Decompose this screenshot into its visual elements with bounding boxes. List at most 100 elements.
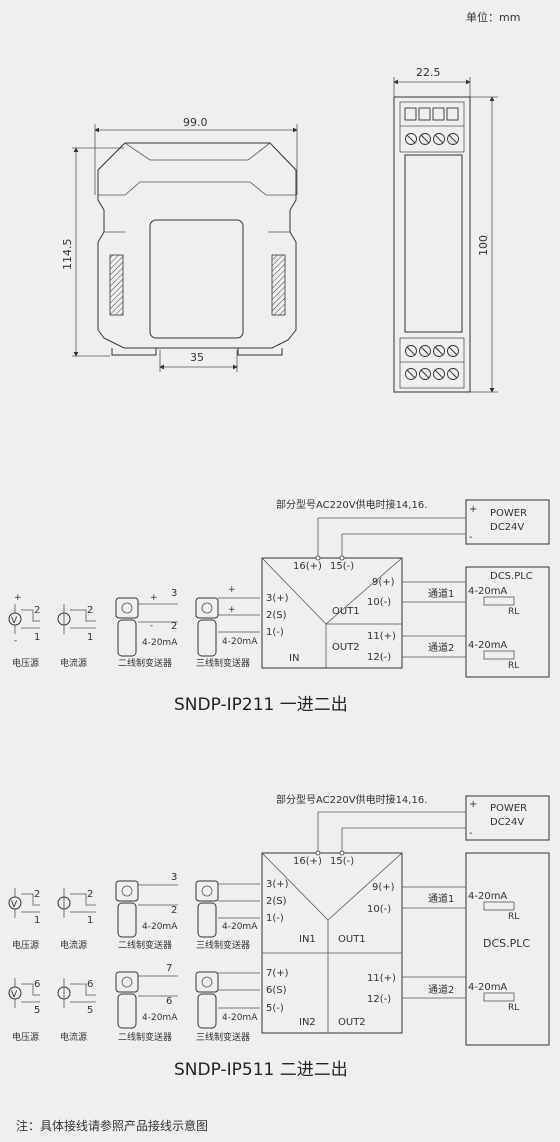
ip511-out2-label: OUT2 <box>338 1017 366 1028</box>
dim-rail: 35 <box>190 351 204 364</box>
ip511-term-11: 11(+) <box>367 973 396 984</box>
tx2b-num-2: 2 <box>171 905 177 916</box>
ip511-term-15: 15(-) <box>330 856 354 867</box>
ip211-current-2: 4-20mA <box>468 640 507 651</box>
cs-num-1: 1 <box>87 632 93 643</box>
voltage-source-label: 电压源 <box>12 657 39 669</box>
tx2-num-2: 2 <box>171 621 177 632</box>
ip511-power-plus: + <box>469 799 477 810</box>
ip211-power-line1: POWER <box>490 508 527 519</box>
ip511-current-1: 4-20mA <box>468 891 507 902</box>
voltage-symbol-2: V <box>11 900 18 910</box>
tx2c-num-7: 7 <box>166 963 172 974</box>
tx2c-num-6: 6 <box>166 996 172 1007</box>
tx2b-current: 4-20mA <box>142 922 178 932</box>
ip211-ch1: 通道1 <box>428 587 454 600</box>
dim-side-height: 100 <box>477 235 490 256</box>
ip211-term-1: 1(-) <box>266 627 284 638</box>
ip211-current-1: 4-20mA <box>468 586 507 597</box>
ip211-dcs-label: DCS.PLC <box>490 571 533 582</box>
unit-label: 单位：mm <box>466 10 520 24</box>
cs3-num-5: 5 <box>87 1005 93 1016</box>
tx2-current: 4-20mA <box>142 638 178 648</box>
voltage-symbol-3: V <box>11 990 18 1000</box>
ip511-diagram: 部分型号AC220V供电时接14,16. POWER DC24V + - 16(… <box>174 793 550 1080</box>
vs3-num-5: 5 <box>34 1005 40 1016</box>
current-source-label-2: 电流源 <box>60 939 87 951</box>
two-wire-label-3: 二线制变送器 <box>118 1031 172 1043</box>
ip511-term-9: 9(+) <box>372 882 395 893</box>
ip211-rl-1: RL <box>508 607 519 617</box>
tx2c-current: 4-20mA <box>142 1013 178 1023</box>
ip211-term-10: 10(-) <box>367 597 391 608</box>
ip511-power-line2: DC24V <box>490 817 524 828</box>
ip511-rl-2: RL <box>508 1003 519 1013</box>
dim-height: 114.5 <box>61 239 74 271</box>
front-view: 99.0 114.5 35 <box>61 116 298 372</box>
ip511-ch1: 通道1 <box>428 892 454 905</box>
ip211-diagram: 部分型号AC220V供电时接14,16. POWER DC24V + - 16(… <box>174 498 550 715</box>
cs2-num-1: 1 <box>87 915 93 926</box>
footnote: 注：具体接线请参照产品接线示意图 <box>16 1118 208 1133</box>
vs2-num-2: 2 <box>34 889 40 900</box>
three-wire-label: 三线制变送器 <box>196 657 250 669</box>
ip511-term-1: 1(-) <box>266 913 284 924</box>
tx2-minus: - <box>150 621 153 631</box>
ip211-term-2: 2(S) <box>266 610 287 621</box>
ip511-sources: V 2 1 2 1 电压源 电流源 3 2 4-20mA 二线制变送器 4-20… <box>8 872 260 1043</box>
current-source-label: 电流源 <box>60 657 87 669</box>
ip211-ch2: 通道2 <box>428 641 454 654</box>
ip511-power-minus: - <box>469 828 473 839</box>
ip511-term-7: 7(+) <box>266 968 289 979</box>
ip511-note: 部分型号AC220V供电时接14,16. <box>276 793 427 806</box>
ip511-term-2: 2(S) <box>266 896 287 907</box>
tx3b-current: 4-20mA <box>222 922 258 932</box>
ip511-term-3: 3(+) <box>266 879 289 890</box>
tx3-current: 4-20mA <box>222 637 258 647</box>
vs-minus: - <box>14 636 17 646</box>
ip211-power-line2: DC24V <box>490 522 524 533</box>
current-source-label-3: 电流源 <box>60 1031 87 1043</box>
voltage-source-label-2: 电压源 <box>12 939 39 951</box>
ip211-out2-label: OUT2 <box>332 642 360 653</box>
tx2-num-3: 3 <box>171 588 177 599</box>
ip211-term-15: 15(-) <box>330 561 354 572</box>
three-wire-label-2: 三线制变送器 <box>196 939 250 951</box>
ip511-title: SNDP-IP511 二进二出 <box>174 1060 348 1080</box>
tx2-plus: + <box>150 593 158 603</box>
ip511-term-6: 6(S) <box>266 985 287 996</box>
two-wire-label-2: 二线制变送器 <box>118 939 172 951</box>
tx2b-num-3: 3 <box>171 872 177 883</box>
vs3-num-6: 6 <box>34 979 40 990</box>
ip211-power-minus: - <box>469 532 473 543</box>
voltage-symbol: V <box>11 616 18 626</box>
ip211-term-3: 3(+) <box>266 593 289 604</box>
side-view: 22.5 100 <box>393 66 498 393</box>
ip511-current-2: 4-20mA <box>468 982 507 993</box>
ip211-term-9: 9(+) <box>372 577 395 588</box>
ip511-power-line1: POWER <box>490 803 527 814</box>
ip511-out1-label: OUT1 <box>338 934 366 945</box>
two-wire-label: 二线制变送器 <box>118 657 172 669</box>
vs-plus: + <box>14 593 22 603</box>
ip211-rl-2: RL <box>508 661 519 671</box>
ip211-in-label: IN <box>289 653 299 664</box>
ip211-term-12: 12(-) <box>367 652 391 663</box>
ip211-term-16: 16(+) <box>293 561 322 572</box>
ip511-rl-1: RL <box>508 912 519 922</box>
ip511-term-16: 16(+) <box>293 856 322 867</box>
tx3-plus: + <box>228 585 236 595</box>
ip511-term-10: 10(-) <box>367 904 391 915</box>
ip511-term-5: 5(-) <box>266 1003 284 1014</box>
vs-num-1: 1 <box>34 632 40 643</box>
ip511-dcs-label: DCS.PLC <box>483 937 530 950</box>
three-wire-label-3: 三线制变送器 <box>196 1031 250 1043</box>
ip511-in2-label: IN2 <box>299 1017 316 1028</box>
dim-width: 99.0 <box>183 116 208 129</box>
cs3-num-6: 6 <box>87 979 93 990</box>
cs2-num-2: 2 <box>87 889 93 900</box>
ip211-note: 部分型号AC220V供电时接14,16. <box>276 498 427 511</box>
tx3-sig: + <box>228 605 236 615</box>
